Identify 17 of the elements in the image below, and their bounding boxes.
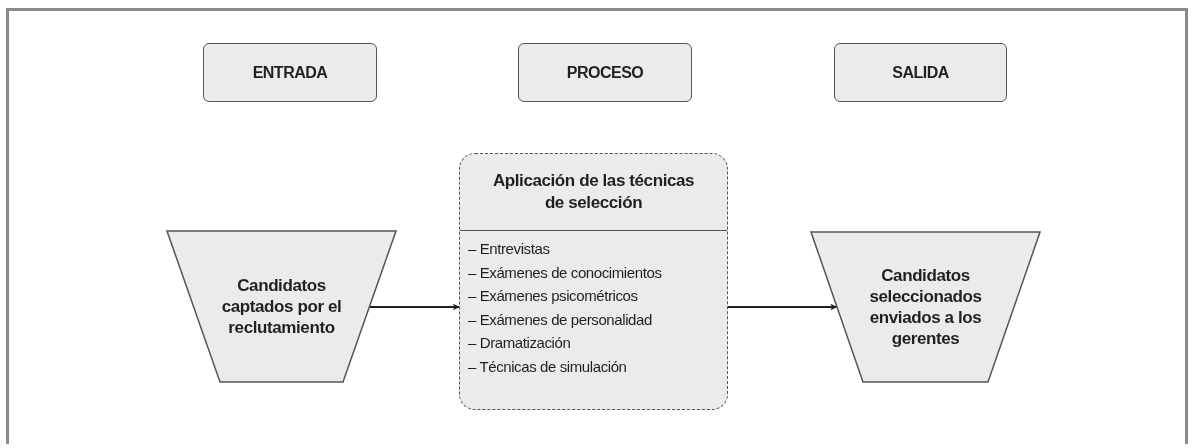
- arrow: [727, 303, 838, 311]
- list-item: – Dramatización: [467, 333, 572, 353]
- trapezoid-shape: [166, 230, 397, 383]
- node-text: Candidatos seleccionados enviados a los gerentes: [868, 265, 983, 349]
- stage-header-box: PROCESO: [518, 43, 692, 102]
- list-item: – Exámenes de conocimientos: [467, 262, 663, 283]
- list-item: – Exámenes de personalidad: [467, 309, 653, 330]
- stage-header-box: SALIDA: [834, 43, 1007, 102]
- node-text: Candidatos captados por el reclutamiento: [220, 275, 343, 338]
- list-item: – Entrevistas: [467, 239, 551, 259]
- arrow: [368, 303, 460, 311]
- stage-header-box: ENTRADA: [203, 43, 377, 102]
- process-heading: Aplicación de las técnicas de selección: [491, 170, 696, 214]
- trapezoid-shape: [810, 231, 1041, 383]
- list-item: – Exámenes psicométricos: [467, 286, 639, 306]
- list-item: – Técnicas de simulación: [467, 356, 628, 377]
- process-box: [459, 153, 728, 410]
